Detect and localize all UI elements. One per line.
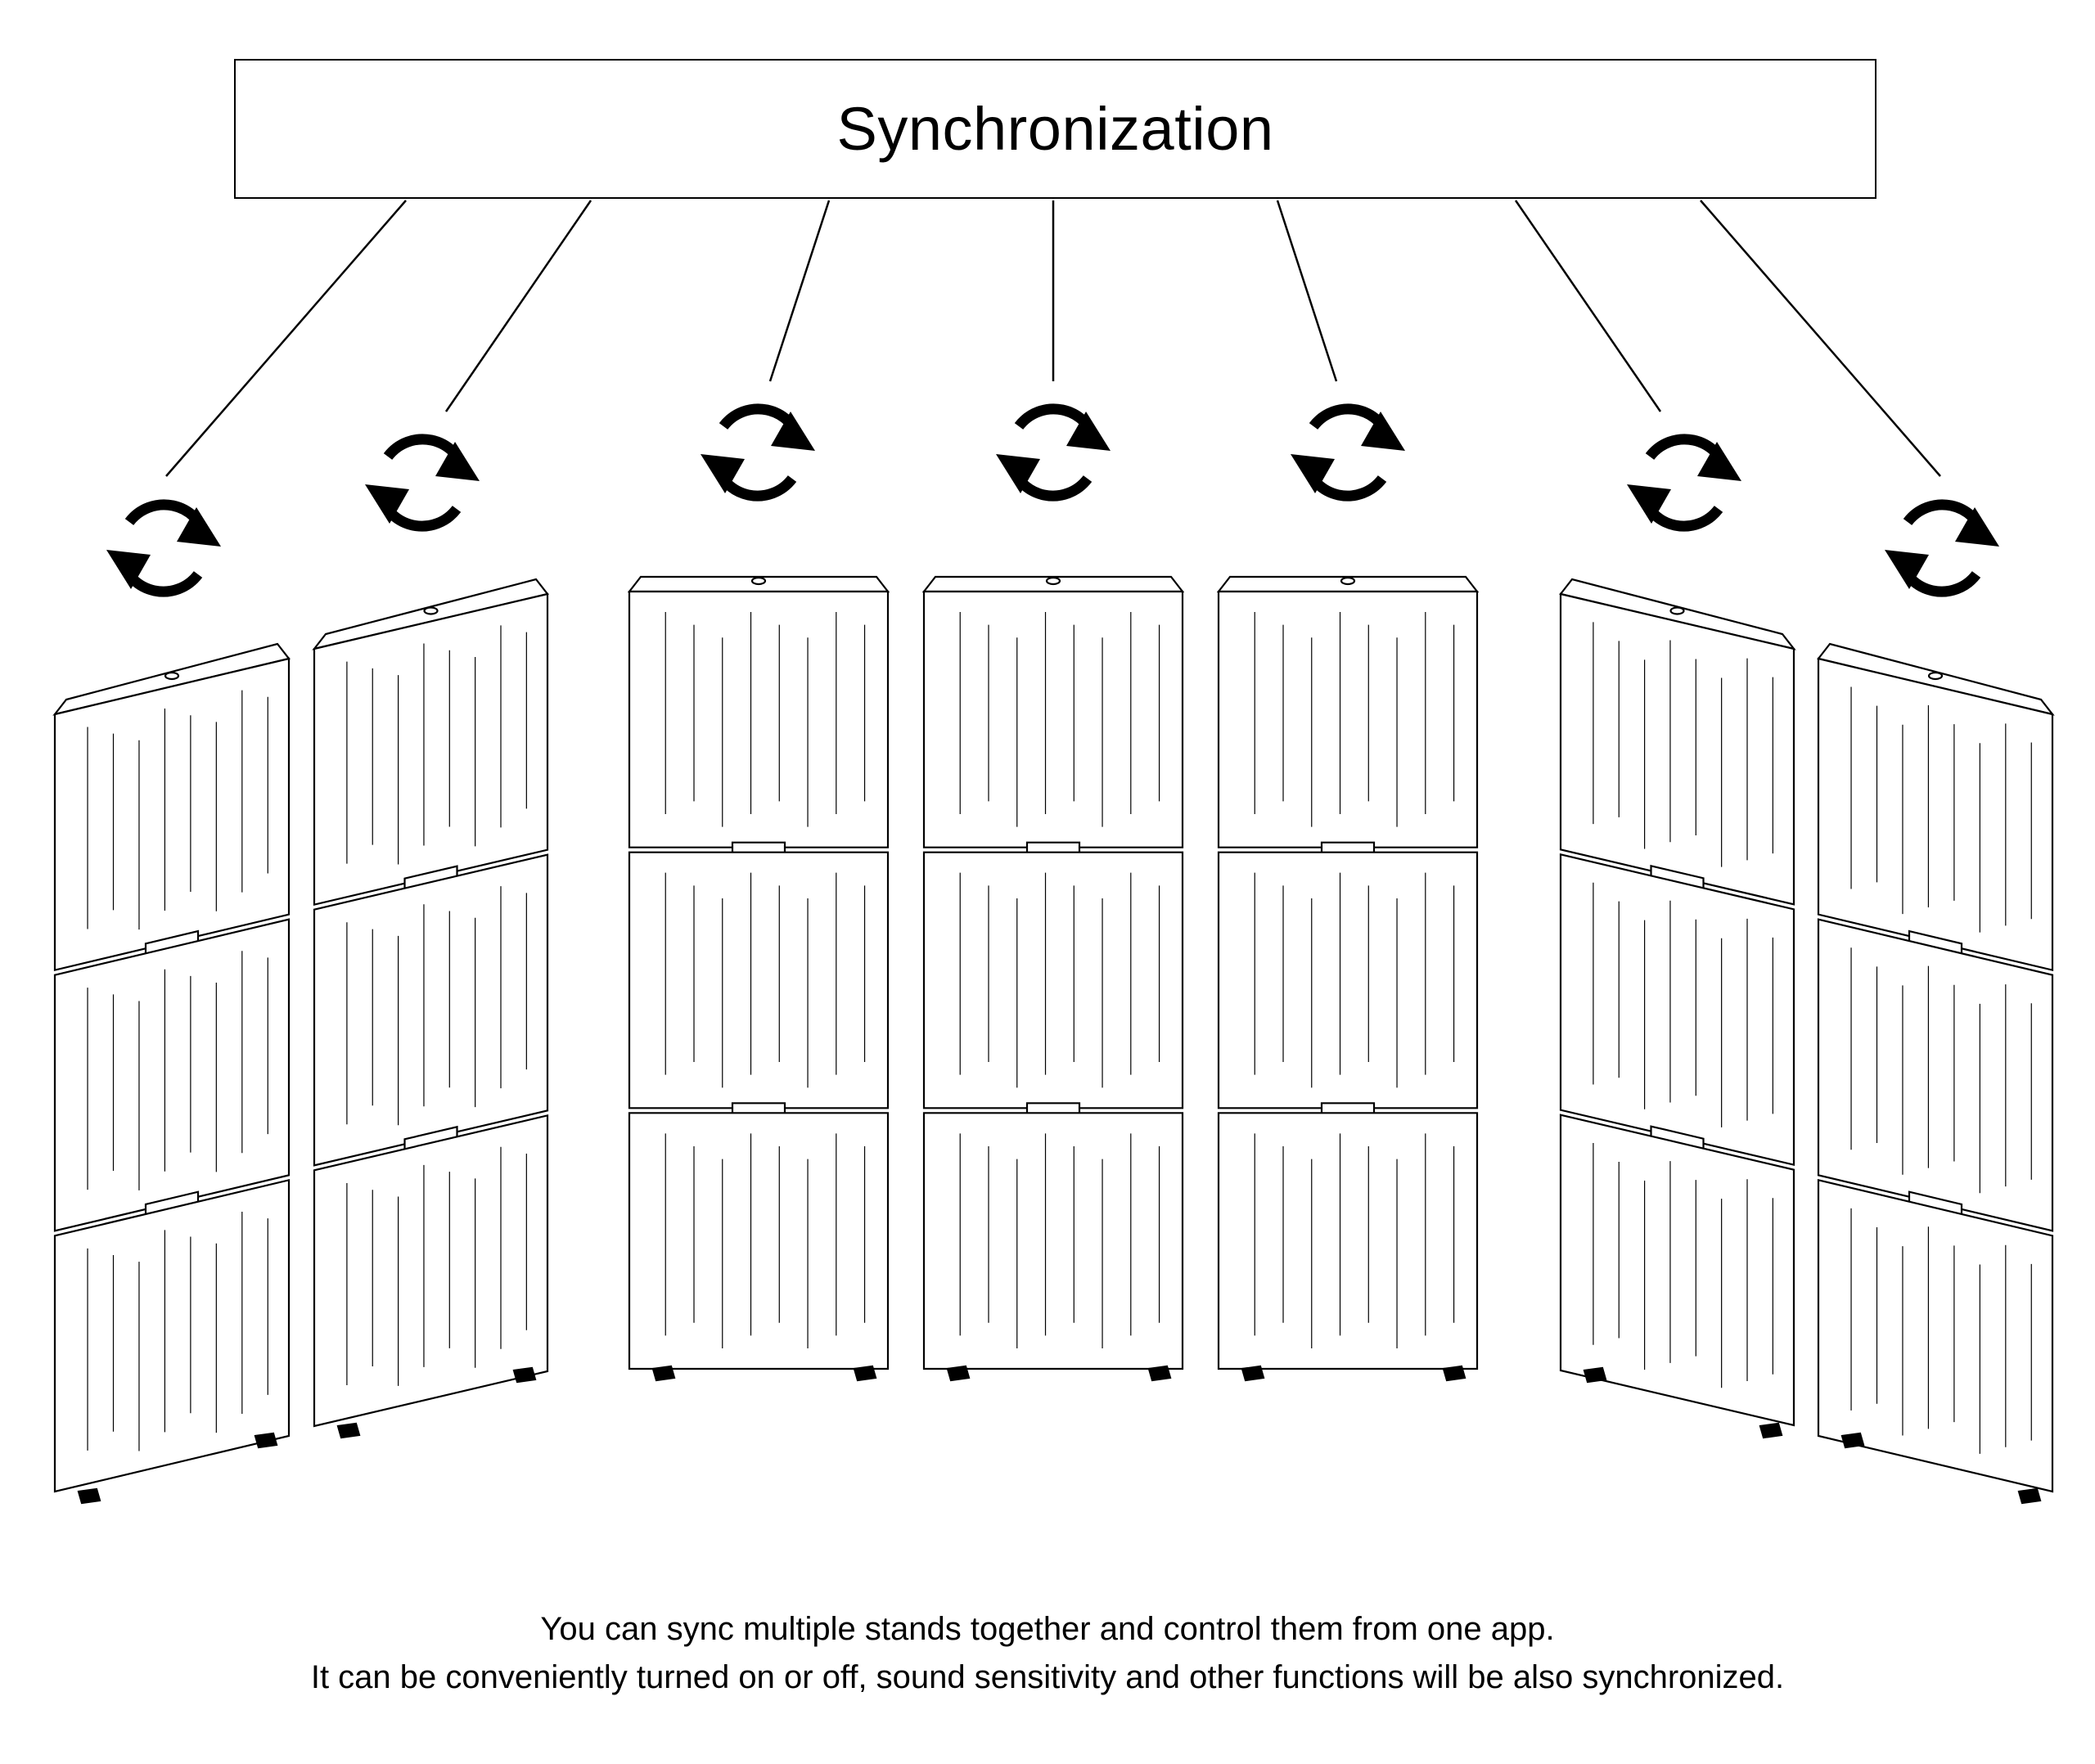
connector-line-6	[1514, 200, 1662, 412]
stand-foot	[1583, 1366, 1607, 1384]
acoustic-stand-6	[1559, 578, 1796, 1439]
acoustic-stand-3	[627, 575, 890, 1382]
diagram-title: Synchronization	[836, 95, 1274, 163]
stand-foot	[2017, 1487, 2042, 1505]
panel-1	[53, 657, 291, 972]
stand-foot	[254, 1432, 278, 1449]
top-cap-hole	[750, 576, 767, 586]
stand-foot	[336, 1422, 361, 1439]
panel-1	[628, 590, 890, 848]
connector-line-7	[1700, 200, 1941, 477]
sync-icon	[996, 409, 1111, 496]
sync-icon	[1627, 439, 1741, 526]
top-cap-hole	[1340, 576, 1356, 586]
panel-2	[1559, 853, 1795, 1167]
panel-2	[1817, 918, 2054, 1232]
stand-foot	[651, 1365, 676, 1382]
stand-foot	[1241, 1365, 1265, 1382]
sync-icon	[701, 409, 815, 496]
stand-foot	[77, 1487, 101, 1505]
panel-3	[628, 1112, 890, 1370]
top-cap-hole	[423, 606, 439, 615]
panel-1	[313, 592, 549, 907]
top-cap-hole	[1927, 671, 1944, 681]
panel-3	[922, 1112, 1184, 1370]
sync-icon	[1885, 505, 1999, 592]
connector-line-3	[768, 200, 831, 382]
caption-line-2: It can be conveniently turned on or off,…	[310, 1659, 1785, 1695]
caption: You can sync multiple stands together an…	[0, 1605, 2095, 1702]
top-cap-hole	[164, 671, 180, 681]
connector-lines	[165, 200, 1941, 477]
panel-2	[922, 851, 1184, 1109]
stand-foot	[946, 1365, 971, 1382]
stand-foot	[1442, 1365, 1466, 1382]
panel-3	[313, 1114, 549, 1428]
sync-icon	[106, 505, 221, 592]
panel-1	[922, 590, 1184, 848]
stand-foot	[1759, 1422, 1783, 1439]
panel-2	[628, 851, 890, 1109]
stand-foot	[853, 1365, 877, 1382]
connector-line-5	[1276, 200, 1338, 382]
stand-foot	[1147, 1365, 1172, 1382]
connector-line-1	[165, 200, 407, 477]
stand-foot	[1840, 1432, 1865, 1449]
caption-line-1: You can sync multiple stands together an…	[540, 1611, 1555, 1647]
panel-2	[53, 918, 291, 1232]
panel-3	[1217, 1112, 1479, 1370]
panel-1	[1217, 590, 1479, 848]
stand-foot	[512, 1366, 537, 1384]
sync-icon	[1291, 409, 1405, 496]
acoustic-stand-1	[52, 642, 291, 1505]
top-cap-hole	[1669, 606, 1685, 615]
connector-line-2	[444, 200, 592, 412]
panel-1	[1817, 657, 2054, 972]
panel-3	[53, 1178, 291, 1493]
acoustic-stand-7	[1817, 642, 2055, 1505]
sync-icon	[365, 439, 480, 526]
acoustic-stand-5	[1216, 575, 1480, 1382]
panel-1	[1559, 592, 1795, 906]
top-cap-hole	[1045, 576, 1061, 586]
panel-2	[1217, 851, 1479, 1109]
panel-2	[313, 853, 549, 1167]
acoustic-stand-4	[921, 575, 1185, 1382]
title-box: Synchronization	[234, 59, 1876, 199]
acoustic-stand-2	[312, 578, 549, 1439]
